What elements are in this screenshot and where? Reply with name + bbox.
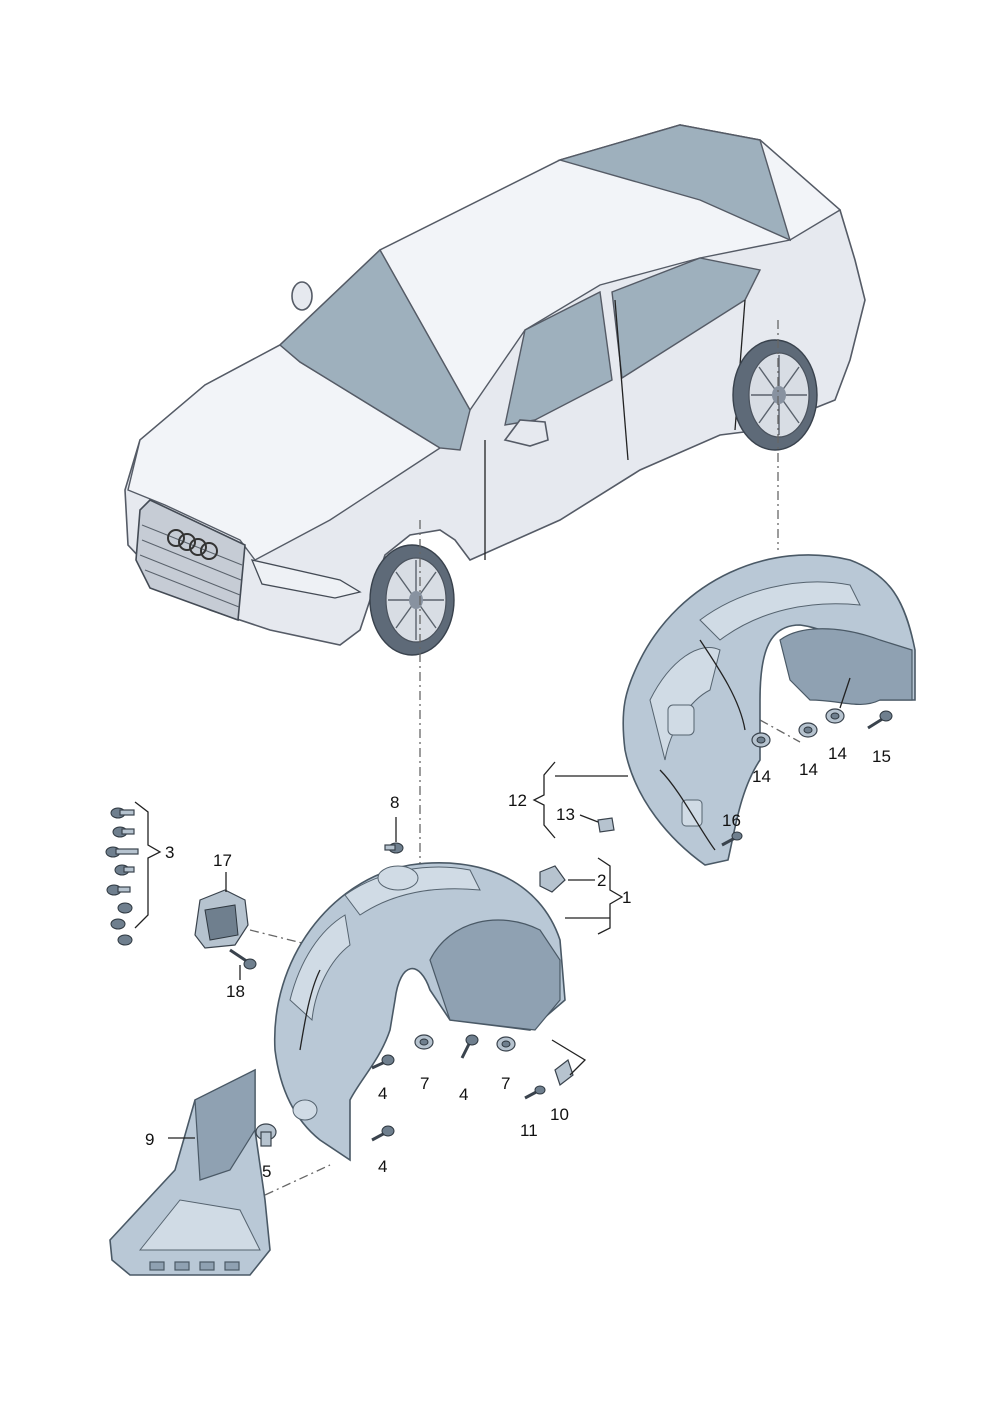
- car-rear-wheel: [732, 339, 818, 451]
- callout-labels: 1 2 3 4 4 4 5 7 7 8 9 10 11 12 13 14 14 …: [145, 744, 891, 1181]
- callout-14-c: 14: [828, 744, 847, 763]
- rear-wheel-housing-liner: [622, 554, 916, 866]
- car-front-wheel: [369, 544, 455, 656]
- car-rear-window: [557, 124, 792, 242]
- bracket-part-17: [194, 889, 249, 949]
- car-headlight: [250, 559, 362, 599]
- callout-10: 10: [550, 1105, 569, 1124]
- fastener-set-3: [105, 807, 139, 946]
- front-splash-shield: [109, 1068, 271, 1276]
- front-wheel-housing-liner: [273, 862, 566, 1162]
- callout-9: 9: [145, 1130, 154, 1149]
- car-side-mirror: [503, 419, 549, 447]
- callout-4-c: 4: [378, 1157, 387, 1176]
- callout-2: 2: [597, 871, 606, 890]
- locator-lines: [249, 320, 801, 1196]
- car-logo-rings: [167, 529, 218, 560]
- car-illustration: [124, 124, 866, 656]
- callout-14-a: 14: [752, 767, 771, 786]
- car-front-side-window: [504, 290, 613, 426]
- callout-1: 1: [622, 888, 631, 907]
- callout-5: 5: [262, 1162, 271, 1181]
- callout-4-b: 4: [459, 1085, 468, 1104]
- callout-7-b: 7: [501, 1074, 510, 1093]
- callout-18: 18: [226, 982, 245, 1001]
- leader-lines: [134, 677, 851, 1139]
- callout-8: 8: [390, 793, 399, 812]
- car-hood: [127, 344, 442, 561]
- callout-3: 3: [165, 843, 174, 862]
- car-windshield: [278, 248, 471, 451]
- callout-11: 11: [520, 1121, 538, 1140]
- callout-17: 17: [213, 851, 232, 870]
- callout-14-b: 14: [799, 760, 818, 779]
- callout-12: 12: [508, 791, 527, 810]
- callout-16: 16: [722, 811, 741, 830]
- callout-13: 13: [556, 805, 575, 824]
- fasteners: [105, 708, 893, 1147]
- callout-7-a: 7: [420, 1074, 429, 1093]
- callout-15: 15: [872, 747, 891, 766]
- callout-4-a: 4: [378, 1084, 387, 1103]
